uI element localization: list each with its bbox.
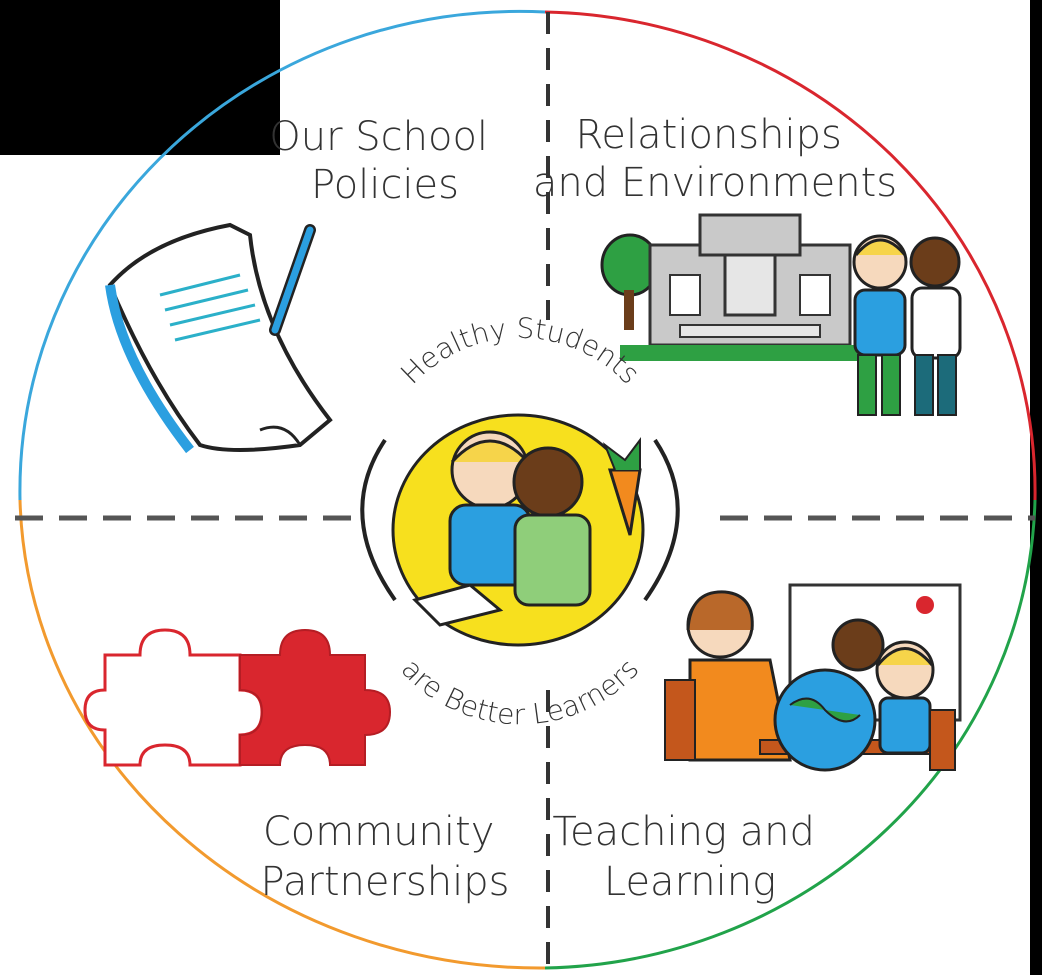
- policy-paper-pen-icon: [105, 222, 333, 454]
- center-arc-bottom-text: are Better Learners: [395, 652, 645, 731]
- outer-arc-bottom-right: [544, 499, 1037, 970]
- quadrant-label-top-right: Relationships and Environments: [533, 112, 897, 206]
- center-bracket-left: [360, 438, 397, 602]
- teaching-scene-icon: [664, 583, 962, 772]
- puzzle-pieces-icon: [83, 628, 392, 767]
- outer-arc-bottom-left: [18, 499, 546, 970]
- carrot-icon: [602, 437, 642, 536]
- quadrant-label-bottom-left: Community Partnerships: [261, 809, 510, 905]
- outer-arc-top-left: [18, 9, 546, 501]
- center-arc-top-text: Healthy Students: [394, 312, 646, 391]
- quadrant-label-bottom-right: Teaching and Learning: [552, 809, 827, 905]
- quadrant-label-top-left: Our School Policies: [269, 114, 501, 208]
- center-bracket-right: [643, 438, 680, 602]
- school-building-icon: [600, 213, 860, 361]
- center-students-icon: [412, 430, 592, 627]
- black-corner-block: [0, 0, 280, 155]
- students-pair-icon: [852, 234, 962, 416]
- outer-arc-top-right: [544, 10, 1037, 501]
